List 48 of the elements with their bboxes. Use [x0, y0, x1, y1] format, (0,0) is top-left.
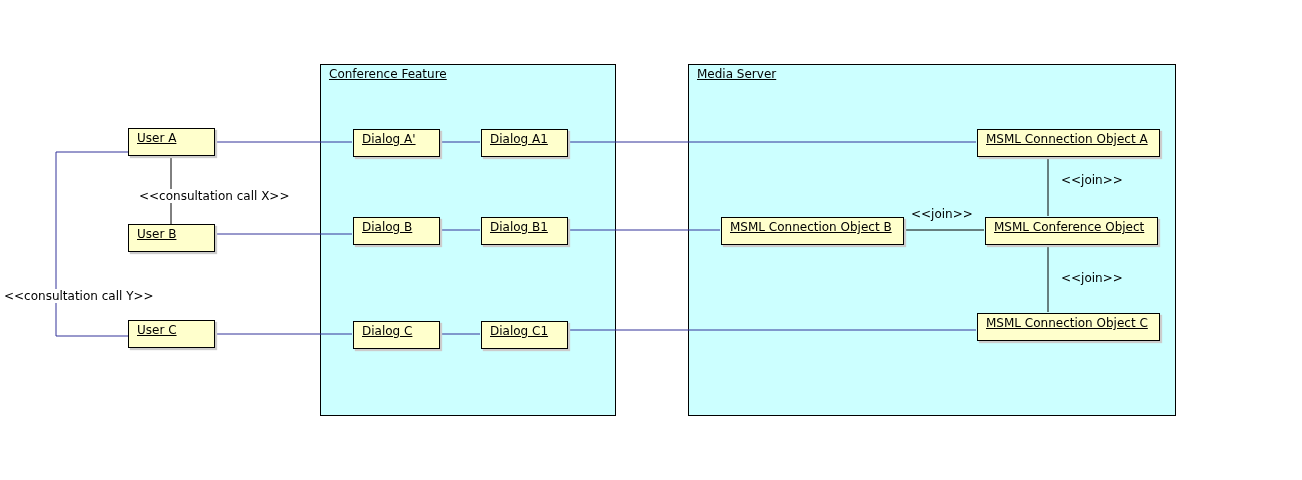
connector-line — [566, 141, 977, 143]
object-name: Dialog B — [362, 219, 413, 235]
object-name: MSML Connection Object C — [986, 315, 1148, 331]
object-box — [481, 217, 568, 245]
connector-line — [1047, 243, 1049, 313]
object-box — [977, 313, 1160, 341]
object-box — [128, 128, 215, 156]
object-box — [353, 217, 440, 245]
object-name: User C — [137, 322, 177, 338]
container-title: Media Server — [697, 66, 777, 82]
edge-label: <<consultation call X>> — [138, 189, 291, 203]
connector-line — [214, 233, 353, 235]
object-box — [128, 224, 215, 252]
edge-label: <<consultation call Y>> — [3, 289, 155, 303]
container-box — [688, 64, 1176, 416]
object-name: Dialog B1 — [490, 219, 548, 235]
object-name: Dialog A' — [362, 131, 416, 147]
connector-line — [566, 229, 721, 231]
edge-label: <<join>> — [1060, 271, 1124, 285]
connector-line — [55, 151, 129, 337]
object-box — [985, 217, 1158, 245]
object-box — [481, 321, 568, 349]
connector-line — [566, 329, 977, 331]
edge-label: <<join>> — [1060, 173, 1124, 187]
connector-line — [214, 141, 353, 143]
edge-label: <<join>> — [910, 207, 974, 221]
object-box — [977, 129, 1160, 157]
connector-line — [214, 333, 353, 335]
object-name: MSML Connection Object B — [730, 219, 892, 235]
connector-line — [438, 141, 481, 143]
object-name: Dialog C1 — [490, 323, 549, 339]
object-box — [481, 129, 568, 157]
container-title: Conference Feature — [329, 66, 447, 82]
object-name: MSML Conference Object — [994, 219, 1145, 235]
object-box — [128, 320, 215, 348]
connector-line — [1047, 155, 1049, 217]
object-name: User A — [137, 130, 177, 146]
object-box — [353, 321, 440, 349]
object-name: Dialog C — [362, 323, 413, 339]
object-name: User B — [137, 226, 177, 242]
object-name: MSML Connection Object A — [986, 131, 1148, 147]
connector-line — [902, 229, 985, 231]
connector-line — [438, 333, 481, 335]
object-name: Dialog A1 — [490, 131, 548, 147]
object-box — [721, 217, 904, 245]
container-box — [320, 64, 616, 416]
connector-line — [438, 229, 481, 231]
object-box — [353, 129, 440, 157]
